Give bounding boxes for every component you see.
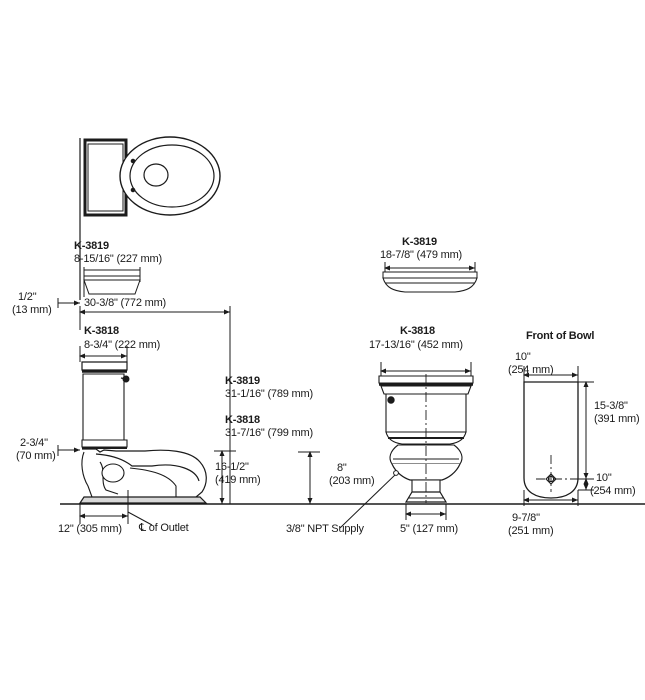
plan-view-group (79, 136, 221, 300)
seat-side-model-label: K-3819 (74, 240, 109, 252)
seat-side-dimension-label: 8-15/16" (227 mm) (74, 253, 162, 265)
rough-in-dimension-label: 12" (305 mm) (58, 523, 122, 535)
front-elevation-group (298, 362, 474, 529)
side-elevation-group (57, 298, 645, 526)
rough-in-offset-mm-label: (70 mm) (16, 450, 56, 462)
bowl-base-mm-label: (251 mm) (508, 525, 554, 537)
bowl-width-mm-label: (254 mm) (508, 364, 554, 376)
clearance-half-inch-label: 1/2" (18, 291, 37, 303)
outlet-centerline-label: ℄ of Outlet (139, 522, 189, 534)
bowl-length-inch-label: 15-3/8" (594, 400, 628, 412)
tank-lid-dimension-label: 8-3/4" (222 mm) (84, 339, 161, 351)
bowl-length-mm-label: (391 mm) (594, 413, 640, 425)
tank-lid-model-label: K-3818 (84, 325, 119, 337)
tank-front-dimension-label: 17-13/16" (452 mm) (369, 339, 463, 351)
supply-height-mm-label: (203 mm) (329, 475, 375, 487)
seat-front-dimension-label: 18-7/8" (479 mm) (380, 249, 463, 261)
overall-depth-label: 30-3/8" (772 mm) (84, 297, 167, 309)
seat-side-profile-group (83, 267, 141, 297)
tank-front-model-label: K-3818 (400, 325, 435, 337)
bowl-width-inch-label: 10" (515, 351, 531, 363)
height-3818-dimension-label: 31-7/16" (799 mm) (225, 427, 313, 439)
front-of-bowl-title: Front of Bowl (526, 330, 595, 342)
base-width-label: 5" (127 mm) (400, 523, 458, 535)
clearance-half-mm-label: (13 mm) (12, 304, 52, 316)
bowl-base-inch-label: 9-7/8" (512, 512, 540, 524)
height-3819-dimension-label: 31-1/16" (789 mm) (225, 388, 313, 400)
bowl-outlet-mm-label: (254 mm) (590, 485, 636, 497)
bowl-outlet-inch-label: 10" (596, 472, 612, 484)
supply-height-inch-label: 8" (337, 462, 347, 474)
height-3819-model-label: K-3819 (225, 375, 260, 387)
bowl-height-inch-label: 16-1/2" (215, 461, 249, 473)
rough-in-offset-inch-label: 2-3/4" (20, 437, 48, 449)
npt-supply-label: 3/8" NPT Supply (286, 523, 364, 535)
seat-front-profile-group (382, 262, 478, 293)
height-3818-model-label: K-3818 (225, 414, 260, 426)
seat-front-model-label: K-3819 (402, 236, 437, 248)
bowl-plan-group (523, 366, 594, 506)
bowl-height-mm-label: (419 mm) (215, 474, 261, 486)
